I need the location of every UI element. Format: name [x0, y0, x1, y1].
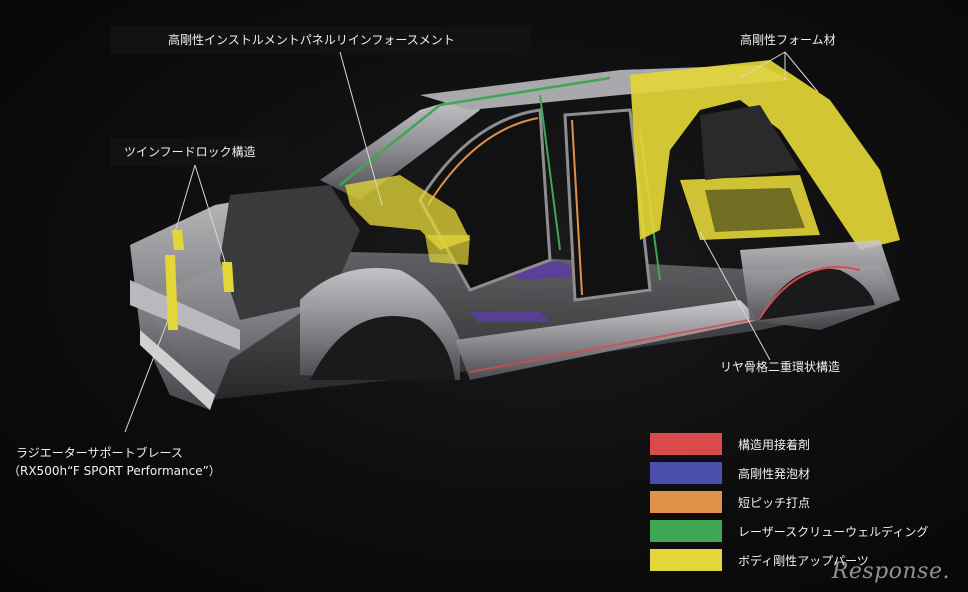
- floor-foam: [470, 312, 550, 322]
- front-bumper-beam: [130, 280, 240, 350]
- label-rear-frame: リヤ骨格二重環状構造: [720, 360, 841, 374]
- legend-label: 高剛性発泡材: [738, 467, 811, 481]
- rear-wheel-arch: [760, 268, 875, 320]
- left-label-band: [110, 138, 290, 166]
- legend-label: 短ピッチ打点: [738, 496, 811, 510]
- top-label-band: [110, 26, 530, 54]
- radiator-brace: [165, 255, 178, 330]
- short-pitch-weld-rear: [571, 119, 583, 296]
- legend-swatch: [650, 520, 722, 542]
- a-pillar: [320, 95, 480, 200]
- label-radiator-line1: ラジエーターサポートブレース: [16, 446, 183, 460]
- rear-adhesive: [759, 266, 861, 319]
- label-instrument-panel: 高剛性インストルメントパネルリインフォースメント: [168, 33, 455, 47]
- front-wheel-arch: [310, 316, 455, 380]
- rear-quarter-opening: [700, 105, 800, 180]
- b-pillar-weld: [539, 94, 561, 251]
- legend-swatch: [650, 491, 722, 513]
- leader-lines: [124, 51, 819, 433]
- hood-lock-left: [172, 230, 184, 250]
- response-watermark: Response.: [831, 559, 950, 584]
- legend-swatch: [650, 433, 722, 455]
- label-radiator-line2: （RX500h“F SPORT Performance”）: [8, 464, 221, 478]
- rear-door-opening: [563, 108, 652, 302]
- rear-ring-inner: [705, 188, 805, 232]
- legend-label: ボディ剛性アップパーツ: [738, 554, 869, 568]
- front-crash-beam: [140, 330, 215, 410]
- instrument-panel-reinforcement: [345, 175, 470, 250]
- a-pillar-weld: [339, 76, 611, 186]
- hood-lock-right: [222, 262, 234, 292]
- legend-label: レーザースクリューウェルディング: [738, 525, 929, 539]
- sill-adhesive: [469, 317, 761, 373]
- legend-swatch: [650, 549, 722, 571]
- label-foam: 高剛性フォーム材: [740, 33, 836, 47]
- rear-reinforcement: [630, 60, 900, 250]
- legend-swatch: [650, 462, 722, 484]
- ip-bracket: [425, 235, 470, 265]
- label-twin-hood-lock: ツインフードロック構造: [124, 145, 256, 159]
- short-pitch-weld-front: [427, 117, 539, 206]
- legend-label: 構造用接着剤: [738, 438, 811, 452]
